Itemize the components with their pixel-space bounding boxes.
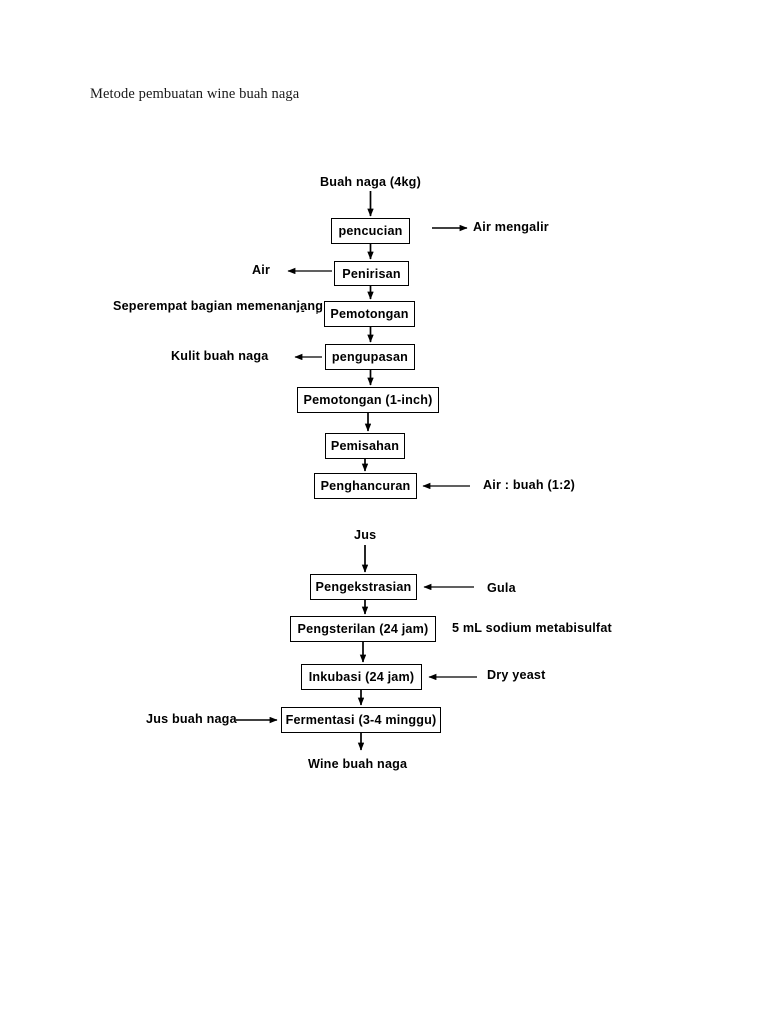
- node-inkubasi[interactable]: Inkubasi (24 jam): [301, 664, 422, 690]
- label-seperempat-bagian-memenanjang: Seperempat bagian memenanjang: [113, 299, 324, 313]
- label-kulit-buah-naga: Kulit buah naga: [171, 349, 269, 363]
- node-label: Pemotongan (1-inch): [303, 393, 433, 407]
- label-air: Air: [252, 263, 271, 277]
- label-air-mengalir: Air mengalir: [473, 220, 549, 234]
- label-wine-buah-naga-output: Wine buah naga: [308, 757, 408, 771]
- label-air-buah-ratio: Air : buah (1:2): [483, 478, 576, 492]
- node-label: Penirisan: [342, 266, 401, 281]
- label-jus: Jus: [354, 528, 377, 542]
- label-sodium-metabisulfat: 5 mL sodium metabisulfat: [452, 621, 612, 635]
- label-buah-naga-input: Buah naga (4kg): [320, 175, 421, 189]
- node-pencucian[interactable]: pencucian: [331, 218, 410, 244]
- node-label: Penghancuran: [320, 479, 411, 493]
- node-label: pencucian: [338, 224, 403, 238]
- label-jus-buah-naga: Jus buah naga: [146, 712, 237, 726]
- node-pemotongan-1-inch[interactable]: Pemotongan (1-inch): [297, 387, 439, 413]
- stray-hyphen-mark: -: [301, 305, 305, 317]
- node-pengsterilan[interactable]: Pengsterilan (24 jam): [290, 616, 436, 642]
- node-label: Pemotongan: [330, 307, 409, 321]
- node-penghancuran[interactable]: Penghancuran: [314, 473, 417, 499]
- node-label: Inkubasi (24 jam): [308, 670, 415, 684]
- node-label: Pengsterilan (24 jam): [297, 622, 429, 636]
- node-pengupasan[interactable]: pengupasan: [325, 344, 415, 370]
- node-penirisan[interactable]: Penirisan: [334, 261, 409, 286]
- node-pengekstrasian[interactable]: Pengekstrasian: [310, 574, 417, 600]
- node-pemisahan[interactable]: Pemisahan: [325, 433, 405, 459]
- page-title: Metode pembuatan wine buah naga: [90, 86, 300, 102]
- label-dry-yeast: Dry yeast: [487, 668, 546, 682]
- node-label: Fermentasi (3-4 minggu): [285, 713, 437, 727]
- node-fermentasi[interactable]: Fermentasi (3-4 minggu): [281, 707, 441, 733]
- node-label: pengupasan: [331, 350, 409, 364]
- node-label: Pemisahan: [330, 439, 400, 453]
- node-pemotongan[interactable]: Pemotongan: [324, 301, 415, 327]
- node-label: Pengekstrasian: [315, 580, 412, 594]
- label-gula: Gula: [487, 581, 516, 595]
